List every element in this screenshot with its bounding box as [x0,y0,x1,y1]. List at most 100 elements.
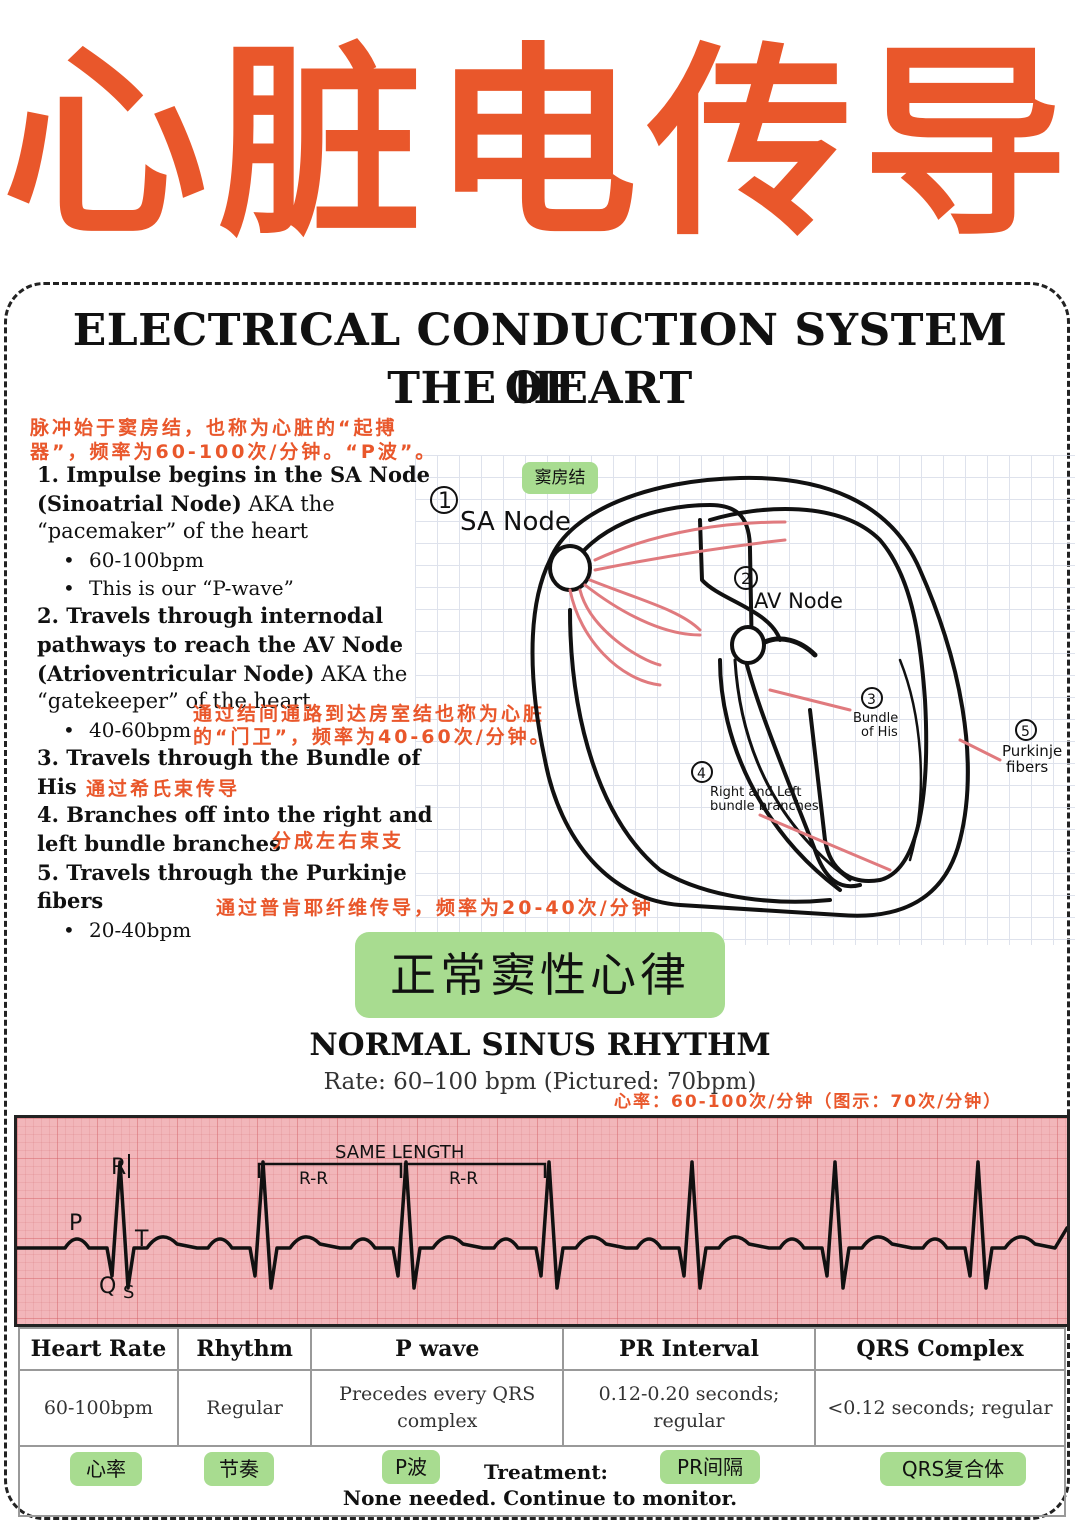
right-ventricle-wall [568,608,832,904]
rhythm-title: NORMAL SINUS RHYTHM [309,1027,771,1063]
heart-diagram: 1 SA Node 2 AV Node 3 Bundle of His 4 Ri… [430,475,1062,918]
av-node-oval [730,625,766,665]
header-heart-rate: Heart Rate [18,1327,179,1371]
step2-line3b: AKA the [314,661,408,686]
step4-line1: 4. Branches off into the right and [37,802,433,828]
heart-inner-wall [568,503,782,662]
cell-p-wave-l2: complex [397,1410,478,1432]
same-length-bracket-1 [257,1162,403,1178]
step1-line3: “pacemaker” of the heart [37,519,309,544]
sa-node-oval [548,544,592,592]
arrow-sa-to-left2 [593,538,787,572]
arrow-sa-to-av2 [583,583,702,637]
step2-line2: pathways to reach the AV Node [37,631,403,657]
num2-circle [734,566,758,590]
pointer-bundle [768,688,852,712]
tag-pr-interval-cn: PR间隔 [660,1450,760,1484]
note-sa-line1: 脉冲始于窦房结，也称为心脏的“起搏 [30,417,398,439]
arrow-sa-to-av [588,578,702,632]
num1-circle [430,486,458,514]
ecg-strip: SAME LENGTH R-R R-R P R T Q S [14,1115,1070,1327]
step2-line3a: (Atrioventricular Node) [37,660,315,686]
step1-bullet2: This is our “P-wave” [37,574,437,602]
banner-title: 心脏电传导 [2,26,1078,264]
ecg-trace-svg: SAME LENGTH R-R R-R P R T Q S [17,1142,1067,1303]
label-rl-2: bundle branches [710,799,819,814]
step4-line2: left bundle branches [37,831,281,857]
step1-bullet1: 60-100bpm [37,546,437,574]
step1-line1: 1. Impulse begins in the SA Node [37,462,431,487]
cell-qrs: <0.12 seconds; regular [813,1369,1067,1447]
arrow-sa-down1 [578,588,662,667]
label-num1: 1 [438,489,452,514]
num4-circle [691,761,713,783]
table-header-row: Heart Rate Rhythm P wave PR Interval QRS… [18,1327,1067,1371]
note-branches: 分成左右束支 [272,830,405,852]
treatment-row [18,1445,1066,1517]
cell-qrs-text: <0.12 seconds; regular [827,1396,1053,1419]
conduction-steps: 1. Impulse begins in the SA Node (Sinoat… [37,461,437,944]
step1-line2a: (Sinoatrial Node) [37,490,242,516]
label-purkinje-1: Purkinje [1002,742,1062,760]
rhythm-cn-title: 正常窦性心律 [355,932,725,1018]
cell-pr-interval: 0.12-0.20 seconds;regular [562,1369,816,1447]
treatment-label: Treatment: [484,1460,608,1484]
label-purkinje-2: fibers [1006,758,1048,776]
note-rate: 心率：60-100次/分钟（图示：70次/分钟） [614,1092,1003,1112]
heart-outline [530,475,970,918]
step3-line2: His [37,773,77,799]
label-sa-node: SA Node [460,507,571,537]
step5-line1: 5. Travels through the Purkinje [37,859,407,885]
arrow-sa-to-left1 [593,520,787,562]
cell-p-wave-l1: Precedes every QRS [339,1383,536,1405]
wave-p-label: P [69,1211,82,1236]
cell-heart-rate-text: 60-100bpm [43,1396,154,1419]
note-his: 通过希氏束传导 [86,778,241,800]
main-title-line2: THE HEART [387,363,693,414]
step5-bullet1: 20-40bpm [37,916,437,944]
cell-pr-l2: regular [653,1410,725,1432]
cell-p-wave: Precedes every QRS complex [310,1369,565,1447]
step2-line4: “gatekeeper” of the heart [37,689,311,714]
bundle-branch-right [718,658,842,892]
same-length-label: SAME LENGTH [335,1142,464,1163]
purkinje-branch [898,658,923,862]
header-rhythm: Rhythm [176,1327,313,1371]
wave-r-label: R [111,1155,126,1180]
label-num4: 4 [697,766,706,782]
step2-line1: 2. Travels through internodal [37,603,384,629]
graph-paper-background [415,455,1075,945]
rhythm-rate: Rate: 60–100 bpm (Pictured: 70bpm) [323,1069,757,1095]
pointer-purkinje [958,738,1002,762]
title-banner: 心脏电传导 [0,0,1080,280]
label-num3: 3 [867,692,876,708]
cell-heart-rate: 60-100bpm [18,1369,179,1447]
sa-node-cn-tag: 窦房结 [522,462,598,494]
wave-s-label: S [123,1282,134,1303]
tag-qrs-cn: QRS复合体 [880,1452,1026,1486]
same-length-bracket-2 [403,1162,547,1178]
rhythm-criteria-table: Heart Rate Rhythm P wave PR Interval QRS… [18,1327,1067,1447]
label-num2: 2 [741,569,751,588]
bundle-branch-left [733,658,852,882]
treatment-text: None needed. Continue to monitor. [342,1486,738,1510]
header-pr-interval: PR Interval [562,1327,816,1371]
tag-rhythm-cn: 节奏 [204,1452,274,1486]
ecg-trace [17,1160,1067,1290]
label-num5: 5 [1021,724,1030,740]
step1-line2b: AKA the [241,491,335,516]
num3-circle [861,687,883,709]
note-av-line2: 的“门卫”，频率为40-60次/分钟。 [193,726,552,748]
wave-t-label: T [134,1227,149,1252]
left-atrium [708,506,929,883]
note-purkinje: 通过普肯耶纤维传导，频率为20-40次/分钟 [216,897,654,919]
step3-line1: 3. Travels through the Bundle of [37,744,421,770]
label-rl-1: Right and Left [710,785,801,800]
step2-bullet1: 40-60bpm [37,716,437,744]
bundle-of-his [762,636,818,658]
septum [738,633,862,889]
pointer-branches [758,813,892,872]
rr-label-1: R-R [299,1169,328,1189]
rr-label-2: R-R [449,1169,478,1189]
